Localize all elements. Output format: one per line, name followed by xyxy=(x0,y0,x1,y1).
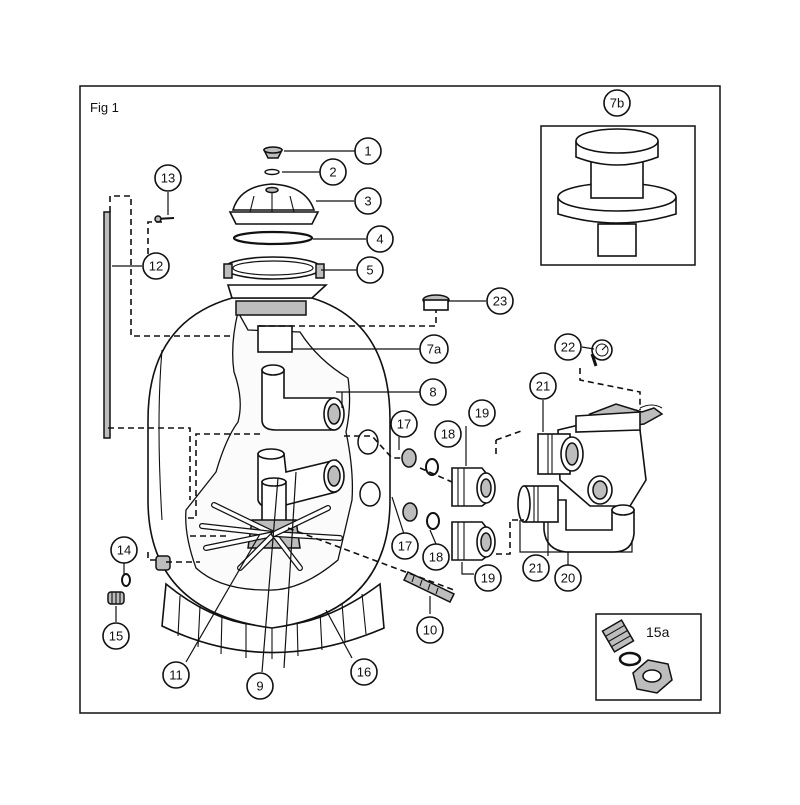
svg-text:10: 10 xyxy=(423,623,437,638)
callout-18-upper: 18 xyxy=(434,420,462,448)
callout-12: 12 xyxy=(142,252,170,280)
pressure-gauge xyxy=(590,339,613,367)
assembly-dashed-lines xyxy=(108,195,641,591)
sight-glass xyxy=(422,294,450,311)
svg-text:14: 14 xyxy=(117,543,131,558)
nut-18-upper xyxy=(401,448,417,468)
nut-18-lower xyxy=(402,502,418,522)
dome-oring xyxy=(232,230,314,246)
union-21-lower xyxy=(517,485,559,523)
svg-text:15: 15 xyxy=(109,629,123,644)
callout-19-lower: 19 xyxy=(474,564,502,592)
valve-port-upper xyxy=(537,433,584,475)
dome-knob xyxy=(262,146,284,159)
callout-7b: 7b xyxy=(603,89,631,117)
inset-15a: 15a xyxy=(595,613,702,701)
svg-text:12: 12 xyxy=(149,259,163,274)
svg-text:20: 20 xyxy=(561,571,575,586)
svg-text:4: 4 xyxy=(376,232,383,247)
svg-text:1: 1 xyxy=(364,144,371,159)
callout-19-upper: 19 xyxy=(468,399,496,427)
callout-17-upper: 17 xyxy=(390,410,418,438)
svg-text:19: 19 xyxy=(481,571,495,586)
drain-port xyxy=(155,555,171,571)
leader-lines xyxy=(112,150,633,673)
svg-text:11: 11 xyxy=(169,668,183,683)
callout-1: 1 xyxy=(354,137,382,165)
callout-23: 23 xyxy=(486,287,514,315)
svg-text:18: 18 xyxy=(429,550,443,565)
callout-21-upper: 21 xyxy=(529,372,557,400)
gasket-17-upper xyxy=(357,429,379,455)
callout-10: 10 xyxy=(416,616,444,644)
callout-7a: 7a xyxy=(419,334,449,364)
callouts: 1 2 3 4 5 7a 8 9 10 11 12 13 14 15 16 17… xyxy=(102,89,631,700)
callout-16: 16 xyxy=(350,658,378,686)
outlet-elbow-upper xyxy=(261,364,345,431)
svg-text:16: 16 xyxy=(357,665,371,680)
callout-20: 20 xyxy=(554,564,582,592)
gasket-17-lower xyxy=(359,481,381,507)
drain-plug-detail xyxy=(601,619,673,694)
spare-lateral xyxy=(402,571,456,603)
diffuser-top xyxy=(235,300,307,316)
inset-7b xyxy=(540,125,696,266)
filter-dome-lid xyxy=(228,183,320,225)
knob-oring xyxy=(264,168,280,176)
figure-label: Fig 1 xyxy=(90,100,119,115)
callout-4: 4 xyxy=(366,225,394,253)
svg-text:3: 3 xyxy=(364,194,371,209)
standpipe-top xyxy=(257,325,293,353)
svg-text:17: 17 xyxy=(398,539,412,554)
callout-15: 15 xyxy=(102,622,130,650)
svg-text:23: 23 xyxy=(493,294,507,309)
callout-18-lower: 18 xyxy=(422,543,450,571)
svg-text:21: 21 xyxy=(529,561,543,576)
callout-8: 8 xyxy=(419,378,447,406)
svg-text:7b: 7b xyxy=(610,96,624,111)
filter-tank xyxy=(147,284,391,659)
callout-9: 9 xyxy=(246,672,274,700)
elbow-pipe-20 xyxy=(543,499,635,553)
drain-cap-15 xyxy=(107,591,125,605)
callout-22: 22 xyxy=(554,333,582,361)
callout-21-lower: 21 xyxy=(522,554,550,582)
svg-text:9: 9 xyxy=(256,679,263,694)
drain-oring-14 xyxy=(121,573,131,587)
callout-3: 3 xyxy=(354,187,382,215)
callout-14: 14 xyxy=(110,536,138,564)
callout-5: 5 xyxy=(356,256,384,284)
standpipe-adapter-detail xyxy=(557,128,677,257)
air-relief-tube xyxy=(103,211,111,439)
oring-18-upper xyxy=(425,458,439,476)
svg-text:2: 2 xyxy=(329,165,336,180)
svg-text:18: 18 xyxy=(441,427,455,442)
oring-18-lower xyxy=(426,512,440,530)
callout-11: 11 xyxy=(162,661,190,689)
svg-text:19: 19 xyxy=(475,406,489,421)
svg-text:5: 5 xyxy=(366,263,373,278)
svg-text:17: 17 xyxy=(397,417,411,432)
callout-2: 2 xyxy=(319,158,347,186)
svg-text:8: 8 xyxy=(429,385,436,400)
callout-17-lower: 17 xyxy=(391,532,419,560)
svg-text:22: 22 xyxy=(561,340,575,355)
svg-text:13: 13 xyxy=(161,171,175,186)
union-19-lower xyxy=(451,521,496,561)
inset-15a-label: 15a xyxy=(646,624,670,640)
callout-13: 13 xyxy=(154,164,182,192)
svg-text:21: 21 xyxy=(536,379,550,394)
multiport-valve xyxy=(537,403,664,507)
clamp-ring xyxy=(223,256,325,280)
union-19-upper xyxy=(451,467,496,507)
svg-text:7a: 7a xyxy=(427,342,442,357)
